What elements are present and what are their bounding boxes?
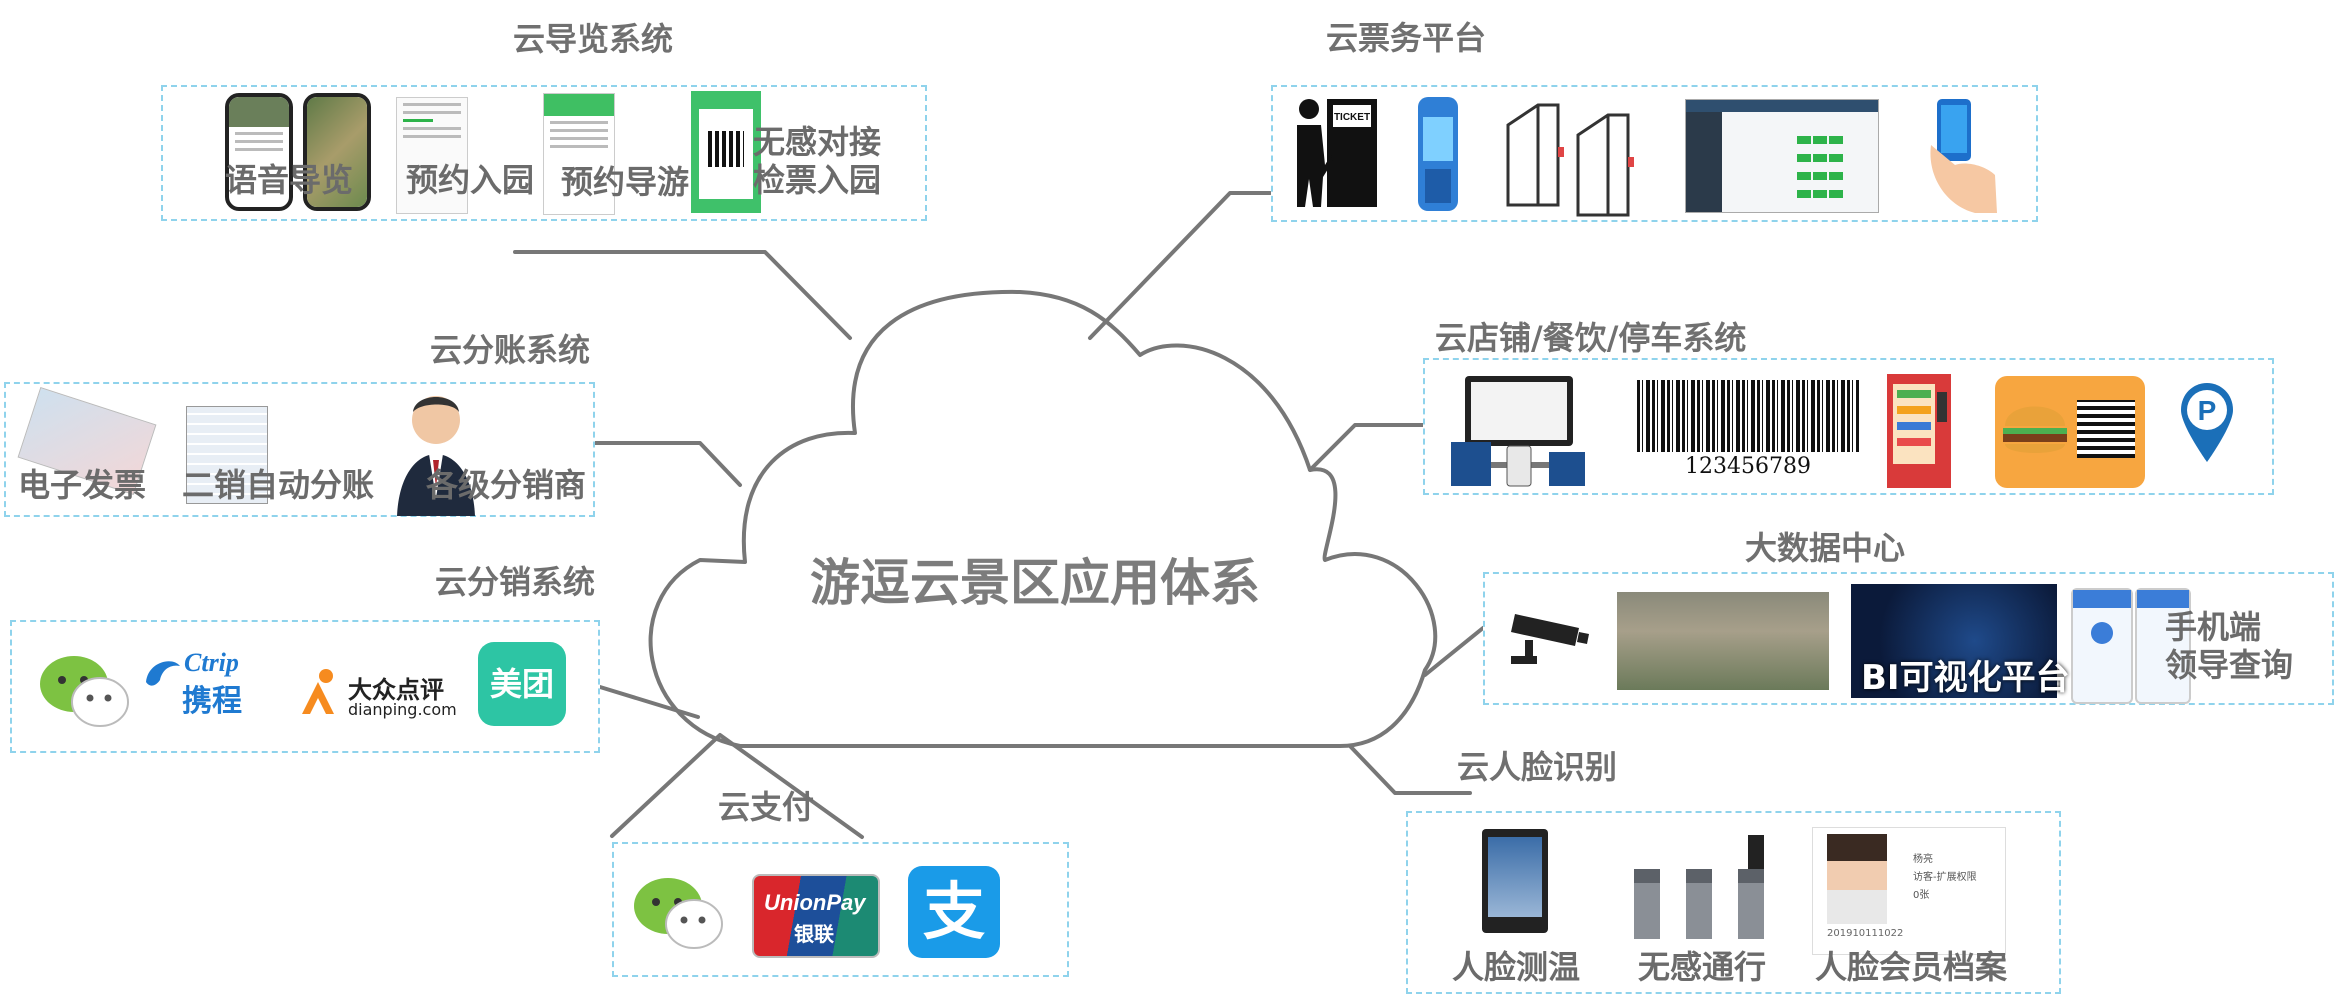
mobile-label-1: 手机端 [2165,608,2262,646]
line-pay [610,733,864,839]
ticket-machine-icon: TICKET [1297,99,1377,207]
unionpay-cn: 银联 [794,922,834,946]
line-dist [598,685,700,719]
card-id: 201910111022 [1827,928,1904,939]
reservation-form-icon [396,97,468,214]
guide-label-4: 无感对接 [753,123,882,161]
food-qr-icon [1995,376,2145,488]
meituan-logo: 美团 [478,642,566,726]
line-ticket [1088,191,1272,340]
split-label-2: 二销自动分账 [182,466,375,504]
line-bigdata [1423,626,1485,677]
spreadsheet-icon [186,406,268,504]
ticket-title: 云票务平台 [1326,19,1487,57]
card-field-1: 杨亮 [1913,854,1933,865]
member-photo-icon [1827,834,1887,924]
pay-box: UnionPay 银联 支 [612,842,1069,977]
cctv-camera-icon [1511,614,1589,664]
split-label-1: 电子发票 [18,466,147,504]
dianping-logo-icon [302,669,334,714]
card-field-3: 0张 [1913,890,1930,901]
pay-title: 云支付 [718,788,815,826]
center-title: 游逗云景区应用体系 [810,554,1260,612]
turnstile-gate-icon [1506,103,1634,217]
face-turnstile-icon [1634,835,1764,939]
phone-app-icon [225,93,293,211]
ticket-box: TICKET [1271,85,2038,222]
dist-box: Ctrip 携程 大众点评 dianping.com 美团 [10,620,600,753]
qr-code-icon [2077,400,2135,458]
line-face [1348,744,1472,795]
dianping-en: dianping.com [348,700,457,719]
barcode-icon [1637,380,1859,452]
face-label-3: 人脸会员档案 [1815,948,2008,986]
temperature-terminal-icon [1482,829,1548,933]
mobile-label-2: 领导查询 [2165,646,2294,684]
ctrip-en: Ctrip [184,648,239,677]
qr-ticket-icon [691,91,761,213]
mobile-report-icon-1 [2071,588,2133,704]
split-box: 电子发票 二销自动分账 各级分销商 [4,382,595,517]
line-guide [513,250,852,340]
map-phone-icon [303,93,371,211]
wechat-icon [40,656,129,727]
line-shop [1308,423,1425,472]
unionpay-logo: UnionPay 银联 [752,874,880,958]
ticket-text: TICKET [1334,112,1370,123]
barcode-number: 123456789 [1685,454,1811,479]
shop-title: 云店铺/餐饮/停车系统 [1435,319,1747,357]
parking-letter: P [2198,395,2217,426]
alipay-logo: 支 [908,866,1000,958]
crowd-photo-icon [1617,592,1829,690]
face-label-1: 人脸测温 [1452,948,1581,986]
guide-label-5: 检票入园 [753,161,882,199]
mobile-report-icon-2 [2135,588,2191,704]
dist-title: 云分销系统 [435,563,596,601]
burger-icon [2003,406,2067,453]
hand-phone-icon [1930,99,1997,213]
face-title: 云人脸识别 [1457,748,1618,786]
guide-title: 云导览系统 [513,20,674,58]
unionpay-en: UnionPay [764,890,866,915]
guide-label-2: 预约入园 [406,161,535,199]
guide-label-3: 预约导游 [561,163,690,201]
dianping-cn: 大众点评 [348,678,444,704]
wechat-pay-icon [634,878,723,949]
guide-box: 语音导览 预约入园 预约导游 无感对接 检票入园 [161,85,927,221]
shop-box: 123456789 P [1423,358,2274,495]
member-profile-card: 201910111022 杨亮 访客-扩展权限 0张 [1812,827,2006,955]
bi-dashboard-icon [1851,584,2057,698]
ticket-admin-screen-icon [1685,99,1879,213]
pos-devices-icon [1451,376,1585,487]
line-split [593,441,742,487]
ctrip-cn: 携程 [182,684,242,719]
pos-terminal-icon [1418,97,1458,211]
businessman-icon [397,396,475,516]
ctrip-dolphin-icon [146,661,180,686]
face-label-2: 无感通行 [1638,948,1767,986]
parking-pin-icon: P [2181,383,2233,462]
split-title: 云分账系统 [430,331,591,369]
face-box: 201910111022 杨亮 访客-扩展权限 0张 人脸测温 无感通行 人脸会… [1406,811,2061,994]
bigdata-title: 大数据中心 [1745,529,1906,567]
bigdata-box: BI可视化平台 手机端 领导查询 [1483,572,2334,705]
guide-booking-icon [543,93,615,215]
card-field-2: 访客-扩展权限 [1913,872,1977,883]
vending-machine-icon [1887,374,1951,488]
split-label-3: 各级分销商 [426,466,587,504]
guide-label-1: 语音导览 [225,161,354,199]
bi-label: BI可视化平台 [1861,658,2070,698]
cloud-shape [648,289,1438,748]
